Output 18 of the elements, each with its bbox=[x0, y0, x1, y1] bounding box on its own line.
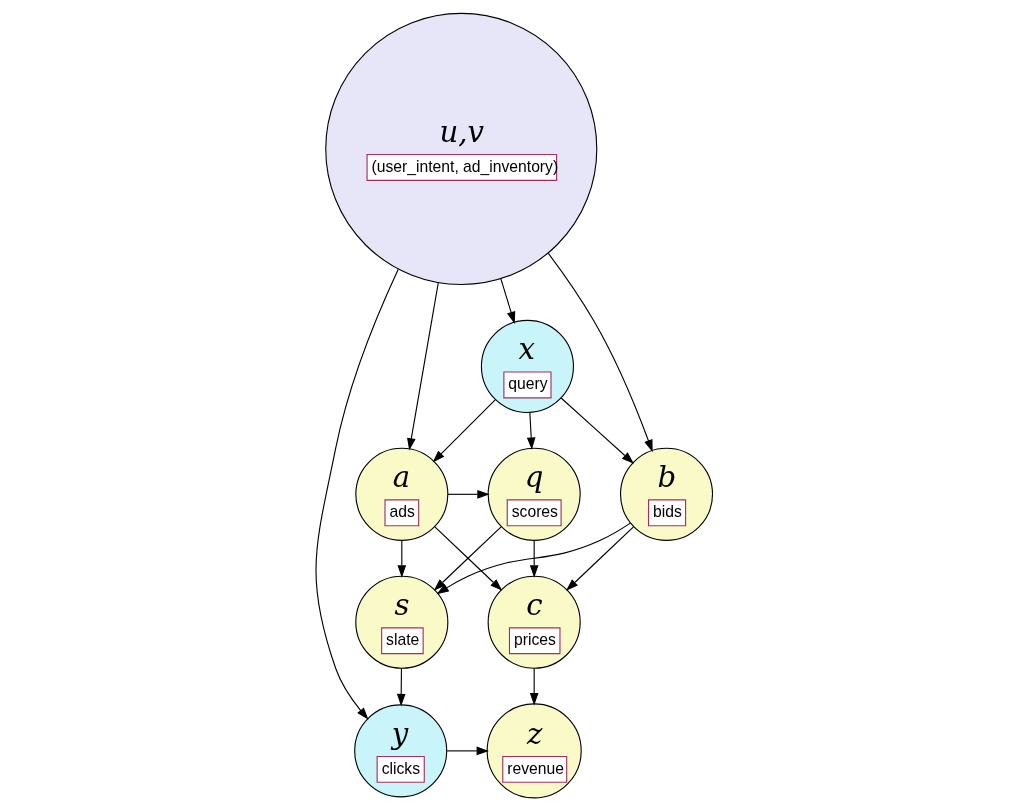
arrow bbox=[432, 399, 496, 463]
arrow bbox=[547, 252, 653, 453]
node-circle: q scores bbox=[487, 447, 581, 541]
arrow bbox=[407, 282, 439, 451]
arrow bbox=[560, 397, 634, 464]
arrow bbox=[529, 539, 539, 578]
arrow bbox=[447, 490, 490, 499]
arrow bbox=[315, 268, 399, 720]
arrow bbox=[397, 539, 407, 578]
node-circle: x query bbox=[480, 319, 574, 413]
arrow bbox=[436, 522, 631, 595]
arrow bbox=[446, 746, 489, 756]
arrow bbox=[396, 667, 406, 707]
arrow bbox=[566, 526, 634, 591]
node-circle: z revenue bbox=[486, 703, 582, 799]
arrow bbox=[526, 412, 536, 450]
arrow bbox=[529, 667, 539, 706]
arrow bbox=[500, 278, 516, 324]
